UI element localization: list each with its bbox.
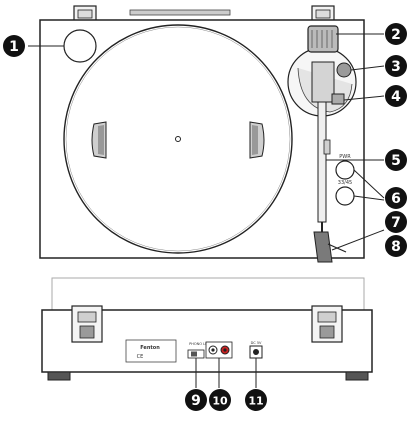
power-label: DC 5V xyxy=(251,341,262,345)
ce-mark: CE xyxy=(137,354,144,360)
callout-11-number: 11 xyxy=(248,395,263,408)
power-button-label: PWR xyxy=(339,154,351,160)
callout-8: 8 xyxy=(385,235,407,257)
platter-handle-right xyxy=(249,121,265,159)
foot-right xyxy=(345,371,369,381)
rear-model-text: Fenton xyxy=(140,345,160,351)
speed-button: 33/45 xyxy=(335,180,355,206)
dc-power-jack: DC 5V xyxy=(249,341,263,359)
platter-rim xyxy=(65,26,291,252)
callout-7-number: 7 xyxy=(391,215,401,231)
speed-button-label: 33/45 xyxy=(338,180,352,186)
top-rear-strip xyxy=(129,9,231,16)
callout-3: 3 xyxy=(385,55,407,77)
adapter-45-rpm xyxy=(63,29,97,63)
callout-9: 9 xyxy=(185,389,207,411)
callout-1-number: 1 xyxy=(9,39,19,55)
cue-lever xyxy=(331,93,345,105)
switch-label: PHONO LINE xyxy=(189,342,211,346)
rca-outputs xyxy=(205,341,233,359)
leader-lines-top xyxy=(28,33,385,251)
callout-6-number: 6 xyxy=(391,191,401,207)
rear-hinge-left xyxy=(71,305,103,343)
callout-5: 5 xyxy=(385,149,407,171)
spindle xyxy=(175,136,181,142)
callout-10: 10 xyxy=(209,389,231,411)
foot-left xyxy=(47,371,71,381)
platter-handle-left xyxy=(91,121,107,159)
rear-hinge-right xyxy=(311,305,343,343)
counterweight xyxy=(307,25,339,53)
callout-3-number: 3 xyxy=(391,59,401,75)
anti-skate-knob xyxy=(336,62,352,78)
callout-6: 6 xyxy=(385,187,407,209)
arm-rest xyxy=(323,139,331,155)
tonearm xyxy=(317,101,327,234)
callout-10-number: 10 xyxy=(212,395,228,408)
callout-8-number: 8 xyxy=(391,239,401,255)
callout-2: 2 xyxy=(385,23,407,45)
dust-cover-rear-view xyxy=(51,277,365,311)
callout-2-number: 2 xyxy=(391,27,401,43)
callout-9-number: 9 xyxy=(191,393,201,409)
callout-5-number: 5 xyxy=(391,153,401,169)
leader-lines-rear xyxy=(195,358,257,388)
rear-label-plate: Fenton CE xyxy=(125,339,177,363)
callout-4: 4 xyxy=(385,85,407,107)
callout-4-number: 4 xyxy=(391,89,401,105)
platter xyxy=(63,24,293,254)
callout-7: 7 xyxy=(385,211,407,233)
callout-11: 11 xyxy=(245,389,267,411)
callout-1: 1 xyxy=(3,35,25,57)
